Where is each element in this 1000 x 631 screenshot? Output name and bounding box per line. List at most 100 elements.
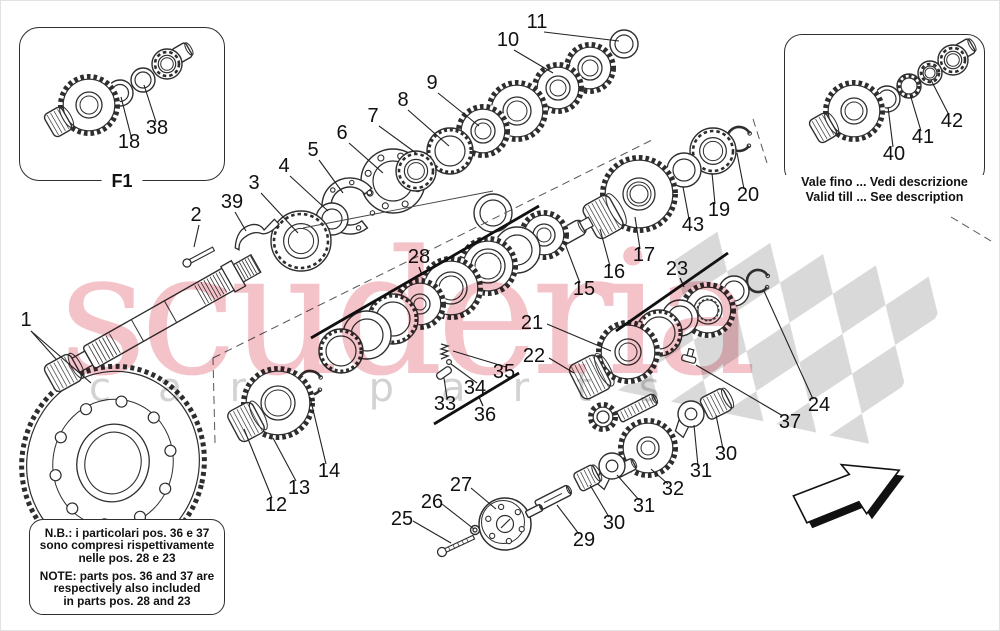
part-label-10: 10 <box>497 29 519 51</box>
part-label-31: 31 <box>633 495 655 517</box>
part-label-41: 41 <box>912 126 934 148</box>
inset-f1-box: F1 <box>19 27 225 192</box>
part-label-1: 1 <box>20 309 31 331</box>
part-label-11: 11 <box>527 11 548 33</box>
bracket-tick-23 <box>679 277 685 288</box>
leader-line <box>599 228 611 267</box>
leader-line <box>887 106 894 148</box>
bracket-line-23 <box>615 251 729 333</box>
part-label-21: 21 <box>521 312 543 334</box>
leader-line <box>693 424 699 467</box>
part-label-27: 27 <box>450 474 472 496</box>
part-label-23: 23 <box>666 258 688 280</box>
part-label-26: 26 <box>421 491 443 513</box>
leader-line <box>711 172 716 205</box>
leader-line <box>243 428 273 499</box>
part-label-31: 31 <box>690 460 712 482</box>
leader-line <box>715 414 724 450</box>
leader-line <box>563 240 581 284</box>
leader-line <box>437 92 480 127</box>
validity-line-it: Vale fino ... Vedi descrizione <box>801 175 968 189</box>
leader-line <box>289 175 329 212</box>
part-label-36: 36 <box>474 404 496 426</box>
leader-line <box>650 468 669 485</box>
leader-line <box>736 152 745 190</box>
leader-line <box>452 350 507 368</box>
part-label-12: 12 <box>265 494 287 516</box>
validity-line-en: Valid till ... See description <box>805 190 964 204</box>
part-label-30: 30 <box>603 512 625 534</box>
leader-line <box>234 211 247 232</box>
leader-line <box>309 396 327 465</box>
leader-line <box>30 330 92 384</box>
leader-line <box>450 363 478 384</box>
leader-line <box>378 125 417 154</box>
leader-line <box>470 487 497 510</box>
part-label-15: 15 <box>573 278 595 300</box>
bracket-tick-36 <box>478 396 484 407</box>
bracket-line-36 <box>433 371 520 426</box>
part-label-43: 43 <box>682 214 704 236</box>
part-label-7: 7 <box>367 105 378 127</box>
leader-line <box>260 192 299 234</box>
axis-dashed-line <box>212 138 655 359</box>
part-label-17: 17 <box>633 244 655 266</box>
aux-line <box>302 190 494 229</box>
leader-line <box>589 484 610 518</box>
part-label-14: 14 <box>318 460 340 482</box>
leader-line <box>546 323 612 352</box>
leader-line <box>443 377 448 399</box>
leader-line <box>272 437 297 482</box>
part-label-5: 5 <box>307 139 318 161</box>
part-label-20: 20 <box>737 184 759 206</box>
part-label-39: 39 <box>221 191 243 213</box>
part-label-29: 29 <box>573 529 595 551</box>
part-label-18: 18 <box>118 131 140 153</box>
part-label-19: 19 <box>708 199 730 221</box>
axis-dashed-line <box>752 118 768 164</box>
part-label-16: 16 <box>603 261 625 283</box>
part-label-2: 2 <box>190 204 201 226</box>
leader-line <box>143 84 157 123</box>
part-label-9: 9 <box>426 72 437 94</box>
part-label-42: 42 <box>941 110 963 132</box>
axis-dashed-line <box>212 357 216 444</box>
part-label-28: 28 <box>408 246 430 268</box>
part-label-24: 24 <box>808 394 830 416</box>
leader-line <box>909 93 922 132</box>
part-label-33: 33 <box>434 393 456 415</box>
inset-validity-text: Vale fino ... Vedi descrizione Valid til… <box>781 175 988 205</box>
leader-line <box>682 186 690 220</box>
inset-f1-caption: F1 <box>101 171 143 192</box>
part-label-35: 35 <box>493 361 515 383</box>
part-label-22: 22 <box>523 345 545 367</box>
checkered-flag-graphic <box>611 226 954 445</box>
leader-line <box>513 49 554 74</box>
leader-line <box>412 520 452 544</box>
group-brackets <box>310 204 729 426</box>
part-label-8: 8 <box>397 89 408 111</box>
part-label-38: 38 <box>146 117 168 139</box>
note-line: sono compresi rispettivamente <box>39 538 215 553</box>
leader-line <box>193 224 200 248</box>
part-label-4: 4 <box>278 155 289 177</box>
leader-line <box>695 364 784 417</box>
leader-line <box>616 474 640 501</box>
inset-validity-box: Vale fino ... Vedi descrizione Valid til… <box>781 34 988 205</box>
leader-line <box>548 357 575 374</box>
leader-line <box>120 96 132 137</box>
leader-lines <box>30 31 950 544</box>
part-label-6: 6 <box>336 122 347 144</box>
bracket-line-28 <box>310 204 540 340</box>
note-line: nelle pos. 28 e 23 <box>78 550 176 565</box>
note-line: respectively also included <box>53 581 201 596</box>
leader-line <box>348 142 384 174</box>
axis-dashed-line <box>950 216 992 242</box>
part-label-37: 37 <box>779 411 801 433</box>
part-label-13: 13 <box>288 477 310 499</box>
bracket-tick-28 <box>418 266 423 276</box>
leader-line <box>441 503 475 530</box>
part-label-30: 30 <box>715 443 737 465</box>
leader-line <box>556 504 580 535</box>
